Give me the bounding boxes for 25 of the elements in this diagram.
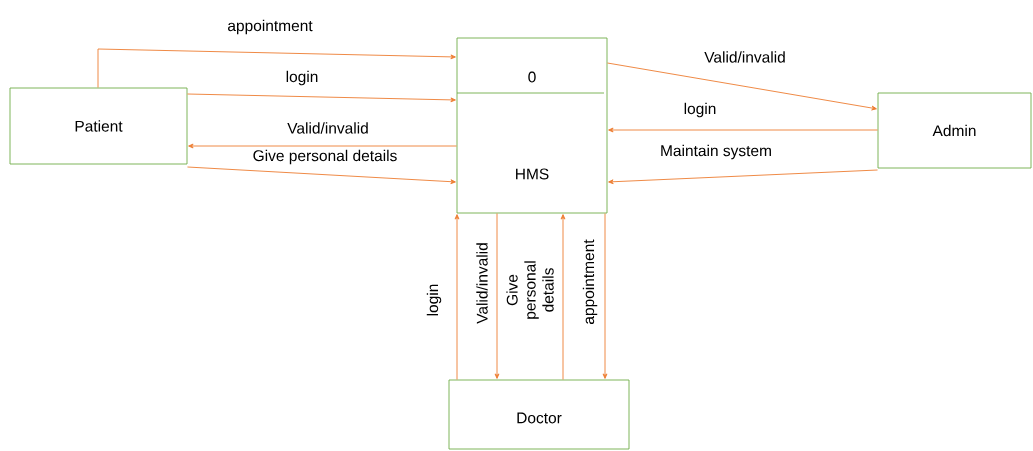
arrow xyxy=(602,213,608,379)
edge-label: appointment xyxy=(581,238,599,326)
edge-label: Valid/invalid xyxy=(703,50,787,64)
arrow xyxy=(560,214,566,380)
edge-label: Give personal details xyxy=(505,251,555,329)
edge-label: login xyxy=(284,69,320,87)
edge-label: Maintain system xyxy=(659,143,773,161)
arrow xyxy=(494,213,500,379)
arrow xyxy=(97,48,456,88)
entity-box: Patient xyxy=(9,87,188,165)
edge-label: Valid/invalid xyxy=(286,121,370,135)
arrow xyxy=(188,143,457,149)
arrow xyxy=(608,127,878,133)
edge-label: appointment xyxy=(226,18,314,36)
edge-label: login xyxy=(425,282,443,318)
arrow xyxy=(607,62,877,111)
arrow xyxy=(187,166,456,185)
edge-label: Valid/invalid xyxy=(475,241,489,325)
entity-box: Doctor xyxy=(448,379,630,450)
arrow xyxy=(187,93,456,103)
arrow xyxy=(454,214,460,380)
edge-label: login xyxy=(682,101,718,119)
entity-box: Admin xyxy=(877,92,1032,169)
edge-label: Give personal details xyxy=(251,148,399,166)
arrow xyxy=(608,169,878,185)
